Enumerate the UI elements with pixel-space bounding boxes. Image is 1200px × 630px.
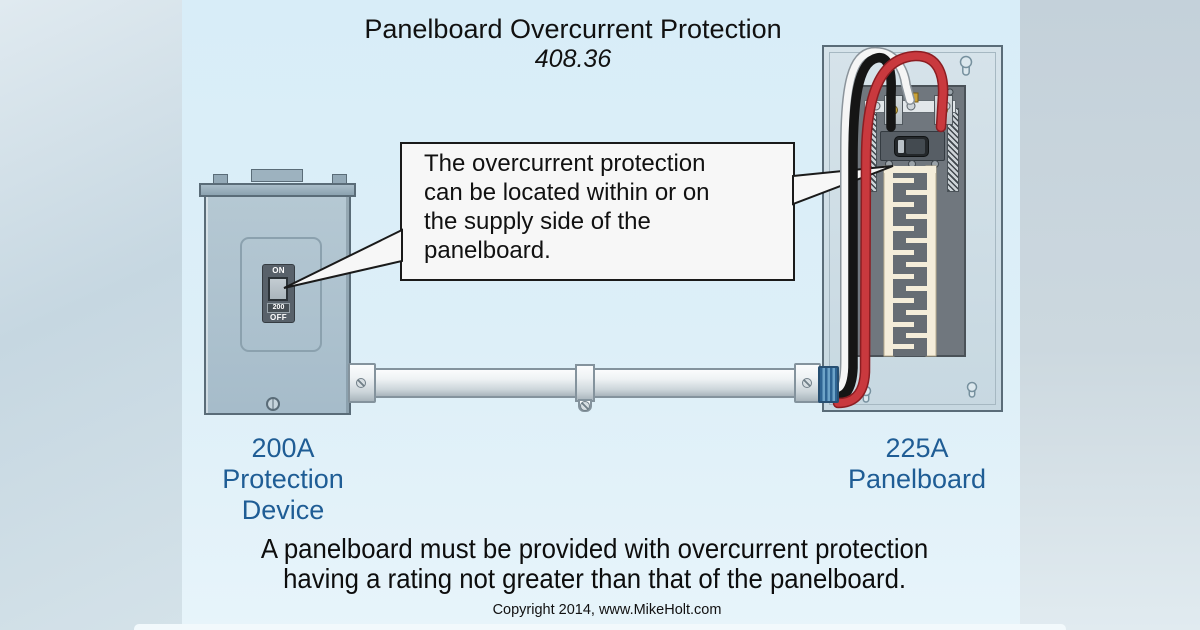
fitting-screw-right xyxy=(802,378,812,388)
fitting-screw-left xyxy=(356,378,366,388)
copyright-text: Copyright 2014, www.MikeHolt.com xyxy=(492,602,722,618)
panelboard-label-line: Panelboard xyxy=(847,464,987,494)
main-breaker-switch-well xyxy=(906,139,925,154)
left-device-label-line: 200A xyxy=(251,433,315,463)
callout-text: The overcurrent protection can be locate… xyxy=(402,149,792,265)
terminal-strip-left xyxy=(865,108,877,192)
panelboard-label: 225A Panelboard xyxy=(817,433,1017,495)
breaker-on-label: ON xyxy=(272,266,285,275)
callout-line: panelboard. xyxy=(424,237,551,264)
panelboard-label-line: 225A xyxy=(885,433,949,463)
device-screw xyxy=(266,397,280,411)
left-device-label-line: Device xyxy=(241,495,325,525)
background-left-strip xyxy=(0,0,183,630)
page-title: Panelboard Overcurrent Protection xyxy=(364,14,782,44)
device-cover-outline xyxy=(240,237,322,352)
strap-screw xyxy=(580,401,590,411)
conduit-strap xyxy=(575,364,595,402)
left-device-label-line: Protection xyxy=(222,464,344,494)
background-right-strip xyxy=(1020,0,1200,630)
bottom-card-edge xyxy=(134,624,1066,630)
breaker-off-label: OFF xyxy=(270,313,287,322)
main-breaker-handle xyxy=(898,140,904,153)
callout-line: the supply side of the xyxy=(424,208,651,235)
callout-box xyxy=(400,142,795,281)
main-lug-left xyxy=(884,95,903,125)
rule-statement-line: having a rating not greater than that of… xyxy=(283,563,907,594)
main-lug-right xyxy=(934,95,953,125)
device-top-bracket xyxy=(251,169,303,182)
conduit-connector-blue xyxy=(818,366,839,403)
rule-statement: A panelboard must be provided with overc… xyxy=(216,534,987,594)
left-device-label: 200A Protection Device xyxy=(183,433,383,526)
callout-line: can be located within or on xyxy=(424,179,710,206)
callout-line: The overcurrent protection xyxy=(424,150,706,177)
breaker-handle xyxy=(268,277,288,301)
breaker-rating: 200 xyxy=(267,303,290,313)
code-section: 408.36 xyxy=(534,45,612,73)
rule-statement-line: A panelboard must be provided with overc… xyxy=(260,533,929,564)
